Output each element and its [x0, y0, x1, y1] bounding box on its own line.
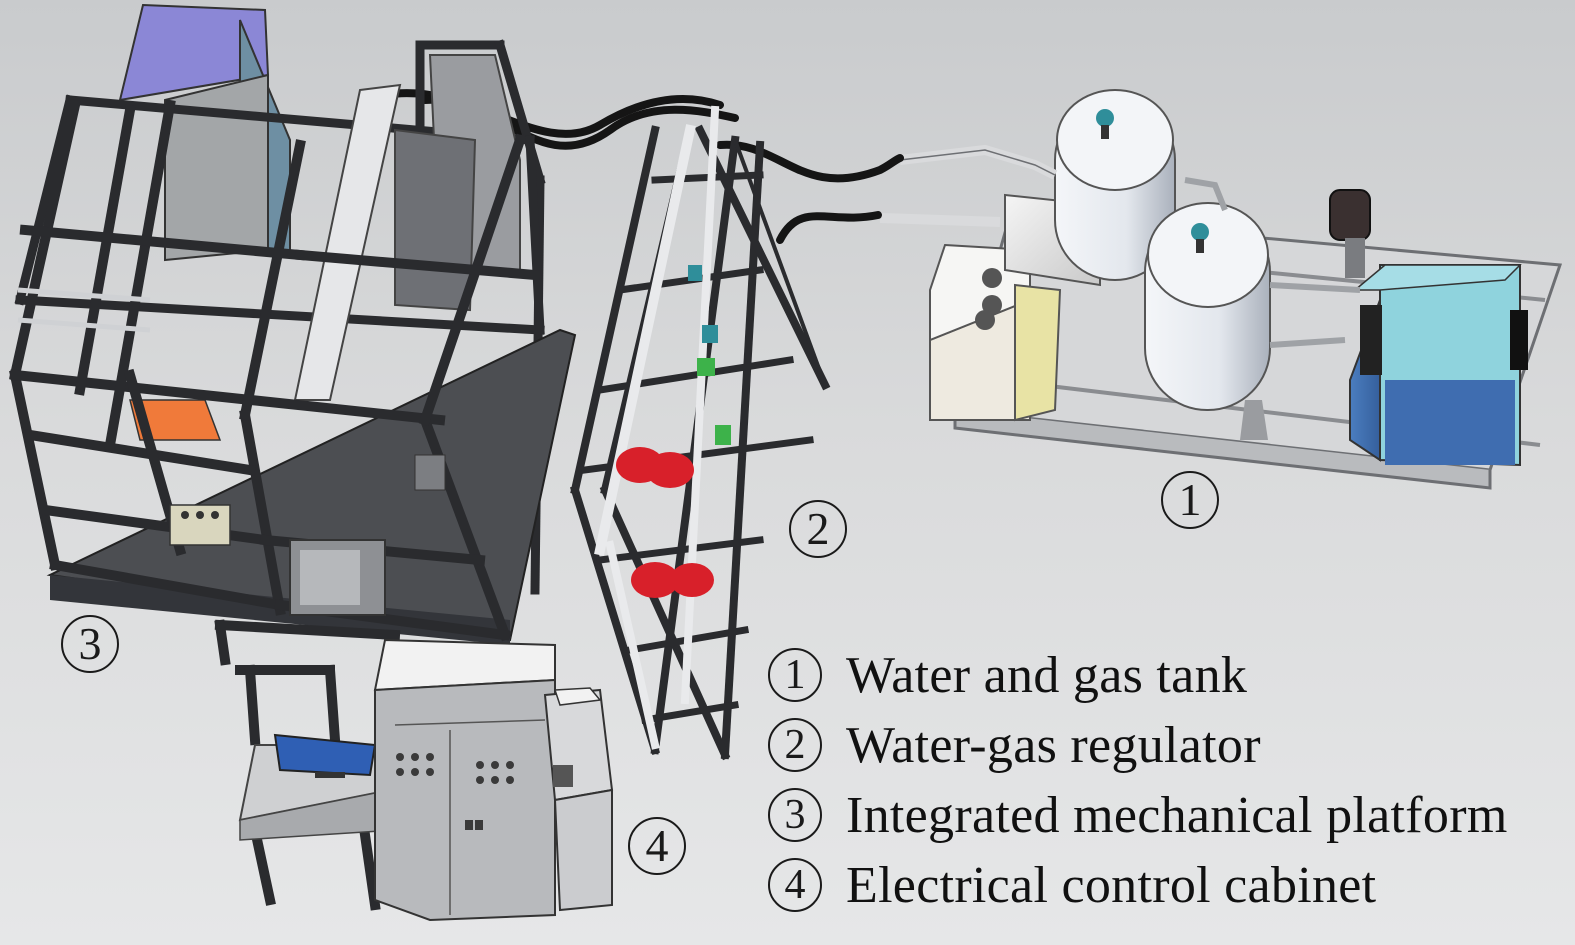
regulator-valves: [616, 265, 731, 598]
legend-item: 3 Integrated mechanical platform: [768, 780, 1568, 850]
tank-1: [1054, 89, 1176, 281]
callout-regulator: 2: [789, 500, 847, 558]
callout-tank: 1: [1161, 471, 1219, 529]
legend-label: Water-gas regulator: [846, 716, 1261, 774]
monitor: [273, 733, 377, 778]
pump-motor: [1329, 189, 1371, 278]
callout-cabinet: 4: [628, 817, 686, 875]
legend-label: Water and gas tank: [846, 646, 1248, 704]
legend-number: 4: [768, 858, 822, 912]
legend-number: 2: [768, 718, 822, 772]
gantry-beam: [293, 83, 402, 401]
water-gas-tank-assembly: [879, 89, 1563, 490]
cabinet-body: [374, 678, 556, 922]
legend-item: 4 Electrical control cabinet: [768, 850, 1568, 920]
electrical-control-cabinet: [214, 619, 614, 922]
legend-number: 3: [768, 788, 822, 842]
legend-label: Electrical control cabinet: [846, 856, 1377, 914]
legend: 1 Water and gas tank 2 Water-gas regulat…: [768, 640, 1568, 920]
blue-unit: [1349, 264, 1528, 467]
legend-item: 2 Water-gas regulator: [768, 710, 1568, 780]
legend-label: Integrated mechanical platform: [846, 786, 1508, 844]
tank-2: [1144, 202, 1271, 440]
mechanical-platform: [9, 3, 577, 645]
legend-number: 1: [768, 648, 822, 702]
callout-platform: 3: [61, 615, 119, 673]
legend-item: 1 Water and gas tank: [768, 640, 1568, 710]
orange-plate: [129, 399, 222, 441]
water-gas-regulator: [570, 105, 831, 761]
